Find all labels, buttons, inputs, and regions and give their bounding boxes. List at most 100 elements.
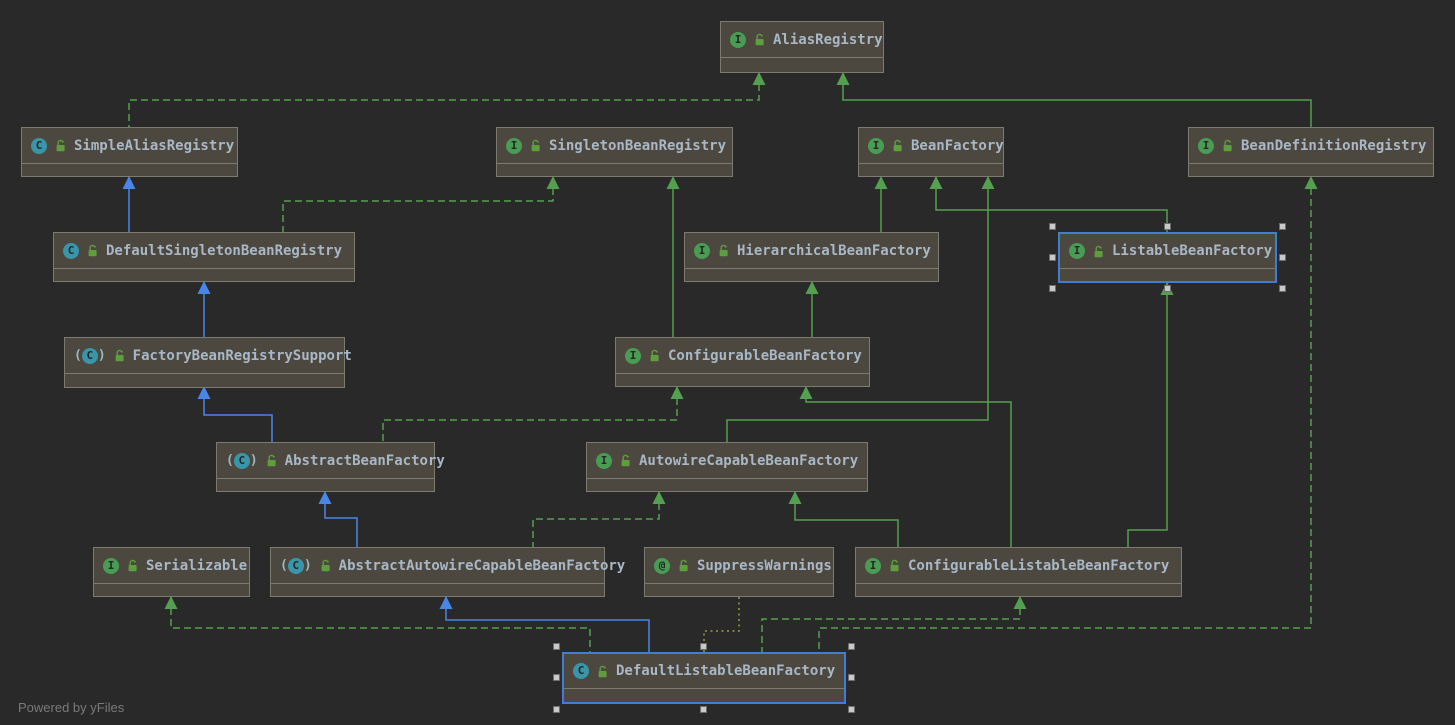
- edge-DefaultListableBeanFactory-to-ConfigurableListableBeanFactory: [761, 597, 1021, 652]
- class-name-label: BeanFactory: [911, 137, 1004, 154]
- abstract-paren-right: ): [97, 347, 106, 363]
- public-lock-icon: [531, 139, 540, 152]
- edge-AbstractBeanFactory-to-FactoryBeanRegistrySupport: [203, 387, 273, 442]
- class-node-BeanFactory[interactable]: I BeanFactory: [858, 127, 1004, 177]
- node-title-bar: I ListableBeanFactory: [1060, 234, 1275, 269]
- arrowhead-HierarchicalBeanFactory-to-BeanFactory: [874, 176, 888, 189]
- abstract-paren-right: ): [249, 452, 258, 468]
- annotation-icon: @: [654, 557, 670, 574]
- arrowhead-ConfigurableBeanFactory-to-HierarchicalBeanFactory: [805, 281, 819, 294]
- class-node-FactoryBeanRegistrySupport[interactable]: (C) FactoryBeanRegistrySupport: [64, 337, 352, 388]
- edge-DefaultListableBeanFactory-to-AbstractAutowireCapableBeanFactory: [445, 597, 650, 652]
- selection-handle-tr[interactable]: [848, 643, 855, 650]
- selection-handle-bc[interactable]: [1163, 285, 1171, 292]
- selection-handle-br[interactable]: [848, 706, 855, 713]
- abstract-class-icon: (C): [74, 347, 106, 364]
- class-name-label: ListableBeanFactory: [1112, 243, 1273, 259]
- edge-AbstractAutowireCapableBeanFactory-to-AbstractBeanFactory: [324, 492, 358, 547]
- selection-handle-tl[interactable]: [1049, 223, 1056, 230]
- edge-DefaultListableBeanFactory-to-Serializable: [170, 597, 591, 652]
- class-icon: C: [31, 137, 47, 154]
- class-name-label: AbstractAutowireCapableBeanFactory: [338, 557, 626, 574]
- node-title-bar: (C)AbstractBeanFactory: [217, 443, 445, 479]
- class-node-ListableBeanFactory[interactable]: I ListableBeanFactory: [1049, 223, 1286, 292]
- class-node-SimpleAliasRegistry[interactable]: C SimpleAliasRegistry: [21, 127, 238, 177]
- selection-handle-tc[interactable]: [1163, 223, 1171, 230]
- class-name-label: FactoryBeanRegistrySupport: [132, 347, 352, 364]
- selection-handle-bc[interactable]: [700, 706, 707, 713]
- abstract-paren-left: (: [226, 452, 234, 468]
- class-icon: C: [573, 663, 589, 679]
- arrowhead-DefaultListableBeanFactory-to-BeanDefinitionRegistry: [1304, 176, 1318, 189]
- selection-handle-ml[interactable]: [553, 674, 560, 681]
- selection-handle-mr[interactable]: [1279, 253, 1286, 261]
- arrowhead-DefaultSingletonBeanRegistry-to-SingletonBeanRegistry: [546, 176, 560, 189]
- abstract-class-icon: (C): [280, 557, 312, 574]
- public-lock-icon: [1094, 245, 1103, 257]
- class-node-DefaultListableBeanFactory[interactable]: C DefaultListableBeanFactory: [553, 643, 855, 713]
- arrowhead-SimpleAliasRegistry-to-AliasRegistry: [752, 72, 766, 85]
- selection-handle-br[interactable]: [1279, 285, 1286, 292]
- public-lock-icon: [267, 454, 276, 467]
- public-lock-icon: [128, 559, 137, 572]
- class-name-label: AutowireCapableBeanFactory: [639, 452, 859, 469]
- selection-handle-tc[interactable]: [700, 643, 707, 650]
- class-node-SuppressWarnings[interactable]: @ SuppressWarnings: [644, 547, 834, 597]
- interface-icon: I: [1198, 137, 1214, 154]
- class-node-AbstractAutowireCapableBeanFactory[interactable]: (C) AbstractAutowireCapableBeanFactory: [270, 547, 625, 597]
- public-lock-icon: [650, 349, 659, 362]
- interface-icon: I: [694, 242, 710, 259]
- class-node-AbstractBeanFactory[interactable]: (C)AbstractBeanFactory: [216, 442, 445, 492]
- class-name-label: DefaultListableBeanFactory: [616, 663, 836, 679]
- edge-SimpleAliasRegistry-to-AliasRegistry: [128, 73, 760, 127]
- interface-icon: I: [868, 137, 884, 154]
- class-node-ConfigurableListableBeanFactory[interactable]: I ConfigurableListableBeanFactory: [855, 547, 1182, 597]
- arrowhead-AbstractBeanFactory-to-ConfigurableBeanFactory: [670, 386, 684, 399]
- arrowhead-ListableBeanFactory-to-BeanFactory: [929, 176, 943, 189]
- public-lock-icon: [1223, 139, 1232, 152]
- class-name-label: SuppressWarnings: [697, 557, 832, 574]
- node-title-bar: C SimpleAliasRegistry: [22, 128, 237, 164]
- public-lock-icon: [88, 244, 97, 257]
- arrowhead-ConfigurableListableBeanFactory-to-AutowireCapableBeanFactory: [788, 491, 802, 504]
- public-lock-icon: [893, 139, 902, 152]
- public-lock-icon: [598, 665, 607, 677]
- selection-handle-bl[interactable]: [553, 706, 560, 713]
- interface-icon: I: [865, 557, 881, 574]
- node-title-bar: (C) AbstractAutowireCapableBeanFactory: [271, 548, 625, 584]
- node-title-bar: (C) FactoryBeanRegistrySupport: [65, 338, 352, 374]
- class-name-label: SimpleAliasRegistry: [74, 137, 235, 154]
- arrowhead-DefaultListableBeanFactory-to-Serializable: [164, 596, 178, 609]
- selection-handle-bl[interactable]: [1049, 285, 1056, 292]
- edge-DefaultListableBeanFactory-to-SuppressWarnings: [703, 597, 740, 652]
- yfiles-watermark: Powered by yFiles: [18, 700, 125, 715]
- public-lock-icon: [621, 454, 630, 467]
- selection-handle-tr[interactable]: [1279, 223, 1286, 230]
- class-name-label: ConfigurableListableBeanFactory: [908, 557, 1170, 574]
- interface-icon: I: [1069, 243, 1085, 259]
- selection-handle-mr[interactable]: [848, 674, 855, 681]
- node-title-bar: @ SuppressWarnings: [645, 548, 833, 584]
- arrowhead-AbstractAutowireCapableBeanFactory-to-AbstractBeanFactory: [318, 491, 332, 504]
- selection-handle-tl[interactable]: [553, 643, 560, 650]
- class-icon: C: [63, 242, 79, 259]
- edge-BeanDefinitionRegistry-to-AliasRegistry: [842, 73, 1312, 127]
- class-name-label: ConfigurableBeanFactory: [668, 347, 862, 364]
- selection-handle-ml[interactable]: [1049, 253, 1056, 261]
- public-lock-icon: [321, 559, 330, 572]
- abstract-paren-left: (: [74, 347, 82, 363]
